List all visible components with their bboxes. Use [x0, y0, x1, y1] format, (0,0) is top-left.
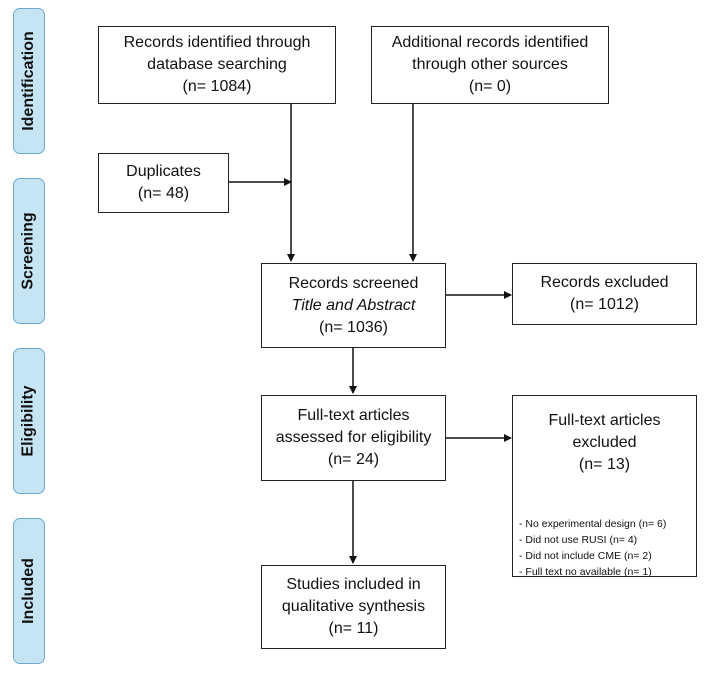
- box-fulltext-assessed: Full-text articles assessed for eligibil…: [261, 395, 446, 481]
- box-fulltext-excluded: Full-text articles excluded (n= 13) - No…: [512, 395, 697, 580]
- exclusion-reason: - Full text no available (n= 1): [519, 566, 652, 578]
- phase-included: Included: [13, 518, 45, 664]
- box-records-excluded: Records excluded (n= 1012): [512, 263, 697, 325]
- exclusion-reasons-list: - No experimental design (n= 6) - Did no…: [513, 516, 666, 580]
- box-database-records: Records identified through database sear…: [98, 26, 336, 104]
- phase-eligibility: Eligibility: [13, 348, 45, 494]
- box-studies-included: Studies included in qualitative synthesi…: [261, 565, 446, 649]
- box-records-screened: Records screened Title and Abstract (n= …: [261, 263, 446, 348]
- phase-identification: Identification: [13, 8, 45, 154]
- exclusion-reason: - Did not include CME (n= 2): [519, 550, 652, 562]
- box-other-sources: Additional records identified through ot…: [371, 26, 609, 104]
- exclusion-reason: - No experimental design (n= 6): [519, 518, 667, 530]
- box-duplicates: Duplicates (n= 48): [98, 153, 229, 213]
- phase-screening: Screening: [13, 178, 45, 324]
- exclusion-reason: - Did not use RUSI (n= 4): [519, 534, 638, 546]
